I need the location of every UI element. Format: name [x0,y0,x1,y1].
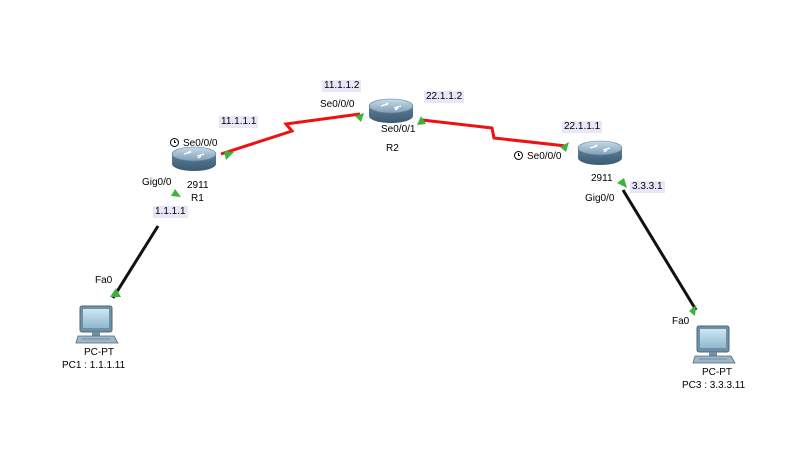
r2-se000-interface-label: Se0/0/0 [320,99,355,110]
r1-se-interface-label: Se0/0/0 [170,138,217,150]
port-up-indicator-r1-se [224,151,234,160]
pc3-icon[interactable] [692,325,736,364]
port-up-indicator-pc3-fa [689,305,696,316]
r2-se001-ip-label: 22.1.1.2 [424,91,465,103]
router-r2-icon[interactable] [368,98,414,123]
pc1-name-label: PC1 : 1.1.1.11 [62,360,126,371]
pc1-icon[interactable] [75,305,119,344]
r2-se000-ip-label: 11.1.1.2 [322,80,362,92]
ethernet-link-r1-pc1[interactable] [111,225,160,299]
r1-model-label: 2911 [187,180,209,191]
r1-name-label: R1 [191,193,204,204]
router-r1-icon[interactable] [171,146,217,171]
port-up-indicator-r3-se [560,142,569,152]
port-up-indicator-r2-se000 [355,113,364,122]
serial-link-r1-r2[interactable] [220,112,361,156]
r1-gig-interface-label: Gig0/0 [142,177,172,188]
r2-name-label: R2 [386,143,399,154]
r3-gig-ip-label: 3.3.3.1 [630,181,665,193]
clock-icon [514,151,523,160]
port-up-indicator-r2-se001 [417,116,426,125]
r3-model-label: 2911 [591,173,613,184]
r2-se001-interface-label: Se0/0/1 [381,124,416,135]
r3-se-interface-text: Se0/0/0 [527,151,562,162]
pc1-type-label: PC-PT [84,347,114,358]
port-up-indicator-pc1-fa [110,288,121,297]
r1-se-interface-text: Se0/0/0 [183,138,218,149]
router-r3-icon[interactable] [577,140,623,165]
r1-gig-ip-label: 1.1.1.1 [153,206,188,218]
pc3-fa-interface-label: Fa0 [672,316,690,327]
serial-link-r2-r3[interactable] [421,118,567,148]
pc3-type-label: PC-PT [702,367,732,378]
ethernet-link-r3-pc3[interactable] [621,189,698,311]
clock-icon [170,138,179,147]
r3-gig-interface-label: Gig0/0 [585,193,615,204]
pc3-name-label: PC3 : 3.3.3.11 [682,380,746,391]
pc1-fa-interface-label: Fa0 [95,275,113,286]
port-up-indicator-r1-gig [171,189,181,197]
r1-se-ip-label: 11.1.1.1 [219,116,259,128]
r3-se-ip-label: 22.1.1.1 [562,121,603,133]
port-up-indicator-r3-gig [617,178,627,188]
r3-se-interface-label: Se0/0/0 [514,151,561,163]
